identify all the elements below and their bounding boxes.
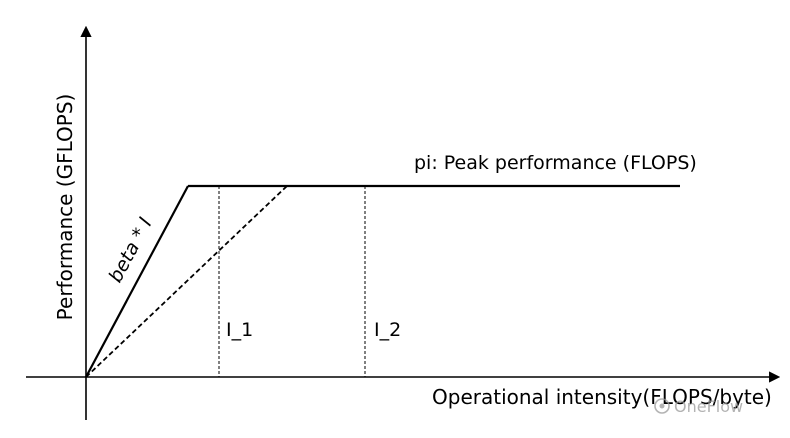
x-axis-label: Operational intensity(FLOPS/byte) [432, 385, 772, 409]
lower-bandwidth-slope-line [85, 185, 288, 378]
bandwidth-slope-line [85, 185, 189, 378]
watermark-text: OneFlow [674, 397, 743, 416]
watermark: OneFlow [654, 397, 743, 416]
marker-1-label: I_1 [226, 319, 253, 341]
slope-label: beta * I [105, 214, 157, 287]
y-axis-label: Performance (GFLOPS) [53, 94, 77, 321]
oneflow-logo-icon [654, 398, 670, 414]
marker-2-label: I_2 [374, 319, 401, 341]
peak-performance-label: pi: Peak performance (FLOPS) [414, 152, 697, 174]
